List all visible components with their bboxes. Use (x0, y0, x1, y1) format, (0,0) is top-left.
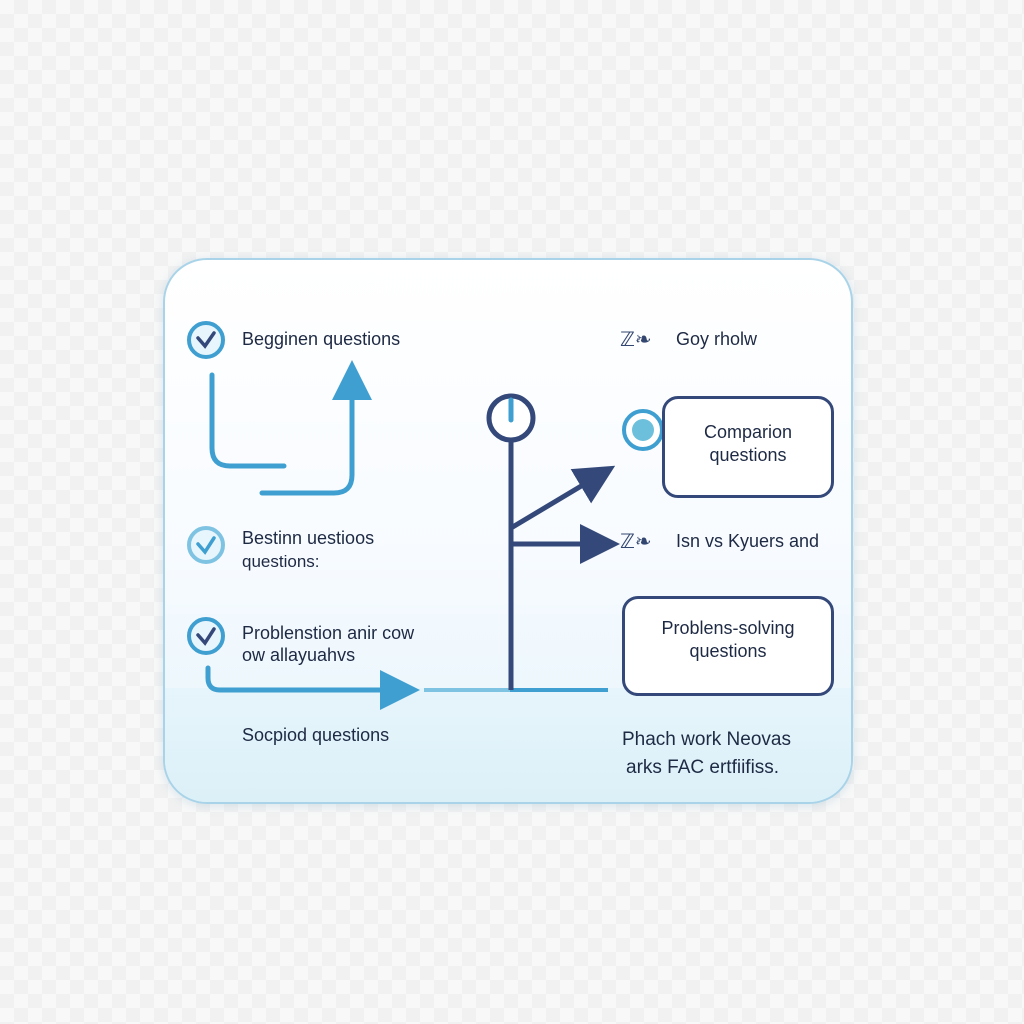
compare-glyph-icon: ℤ❧ (620, 531, 652, 553)
left-connector-loop (209, 372, 287, 469)
label-versus: Isn vs Kyuers and (676, 531, 820, 551)
check-circle-icon-3 (187, 617, 225, 655)
bottom-left-arrow (205, 665, 420, 710)
label-social-questions: Socpiod questions (242, 725, 390, 745)
footer-line2: arks FAC ertfiifiss. (626, 757, 780, 778)
pin-icon-1 (622, 409, 664, 451)
label-basic-questions-line2: questions: (242, 552, 320, 571)
branch-arrow-upper (509, 465, 616, 531)
left-connector-up-arrow (259, 360, 372, 496)
problem-solving-box: Problens-solving questions (622, 596, 834, 696)
label-beginner-questions: Begginen questions (242, 329, 401, 349)
check-circle-icon-1 (187, 321, 225, 359)
footer-line1: Phach work Neovas (622, 729, 791, 750)
bottom-band (165, 688, 851, 802)
diagram-card (163, 258, 853, 804)
check-circle-icon-2 (187, 526, 225, 564)
comparison-line1: Comparion (703, 422, 793, 442)
workflow-glyph-icon: ℤ❧ (620, 329, 652, 351)
label-problem-line2: ow allayuahvs (242, 645, 356, 665)
problem-solving-line2: questions (689, 641, 767, 661)
comparison-line2: questions (709, 445, 787, 465)
comparison-questions-box: Comparion questions (662, 396, 834, 498)
label-problem-line1: Problenstion anir cow (242, 623, 415, 643)
label-basic-questions-line1: Bestinn uestioos (242, 528, 375, 548)
problem-solving-line1: Problens-solving (661, 618, 795, 638)
label-workflow-header: Goy rholw (676, 329, 758, 349)
